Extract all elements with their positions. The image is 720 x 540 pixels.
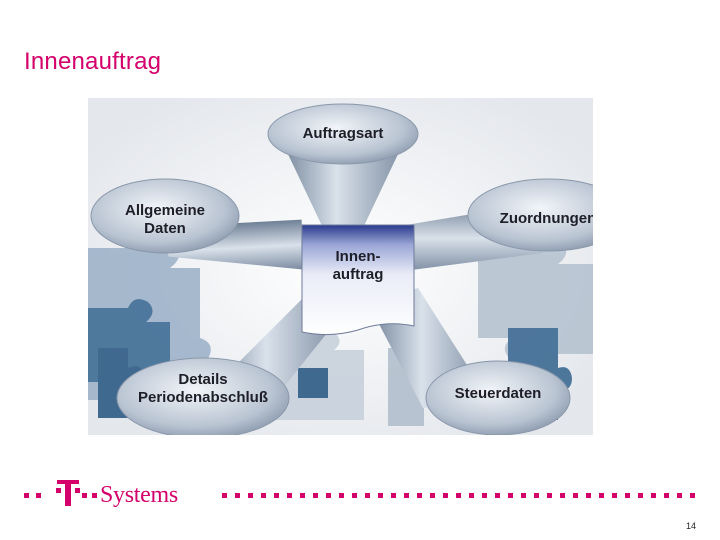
- center-box: [301, 224, 415, 336]
- innenauftrag-diagram: Innen- auftrag Auftragsart Allgemeine Da…: [88, 98, 593, 435]
- petal-auftragsart: Auftragsart: [302, 125, 384, 142]
- t-logo-icon: [56, 480, 80, 506]
- dot-row-middle: [82, 493, 97, 498]
- dot-row-left: [24, 493, 41, 498]
- page-number: 14: [686, 521, 697, 531]
- t-systems-footer: Systems: [22, 478, 702, 510]
- dot-row-right: [222, 493, 695, 498]
- brand-wordmark: Systems: [100, 482, 178, 508]
- diagram-graphic: [88, 98, 593, 435]
- slide-title: Innenauftrag: [24, 48, 162, 75]
- center-label: Innen- auftrag: [332, 248, 384, 283]
- petal-disks: [90, 103, 593, 435]
- petal-details-periodenabschluss: Details Periodenabschluß: [137, 371, 269, 406]
- petal-steuerdaten: Steuerdaten: [454, 385, 542, 402]
- petal-zuordnungen: Zuordnungen: [499, 210, 593, 227]
- petal-allgemeine-daten: Allgemeine Daten: [124, 202, 206, 237]
